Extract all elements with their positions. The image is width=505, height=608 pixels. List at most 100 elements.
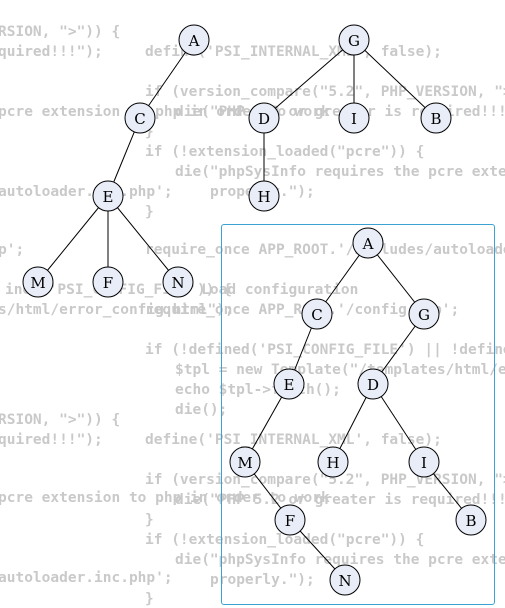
background-code-line: die("PHP 5.2 or greater is required!!!")…: [175, 492, 505, 508]
node-circle: [124, 102, 156, 134]
node-label: H: [326, 454, 339, 472]
node-n: N: [329, 564, 361, 596]
node-circle: [178, 24, 210, 56]
node-circle: [420, 102, 452, 134]
node-circle: [248, 102, 280, 134]
background-code-line: if (!extension_loaded("pcre")) {: [145, 144, 425, 160]
node-label: C: [134, 110, 145, 128]
node-g: G: [408, 298, 440, 330]
node-label: B: [430, 110, 441, 128]
node-circle: [274, 504, 306, 536]
node-label: D: [258, 110, 270, 128]
background-code-line: autoloader.inc.php';: [0, 184, 173, 200]
node-circle: [162, 266, 194, 298]
background-code-line: s/html/error_config.html");: [0, 302, 234, 318]
node-label: G: [418, 306, 430, 324]
node-label: N: [338, 572, 351, 590]
node-e: E: [92, 180, 124, 212]
node-label: I: [421, 454, 427, 472]
background-code-line: die();: [175, 402, 228, 418]
node-circle: [408, 446, 440, 478]
background-code-line: }: [145, 512, 154, 528]
node-label: A: [188, 32, 200, 50]
node-circle: [92, 266, 124, 298]
node-n: N: [162, 266, 194, 298]
background-code-line: RSION, ">")) {: [0, 412, 121, 428]
node-circle: [352, 227, 384, 259]
node-f: F: [92, 266, 124, 298]
node-circle: [22, 266, 54, 298]
node-h: H: [248, 180, 280, 212]
node-label: N: [171, 274, 184, 292]
tree-1: A C E M F N: [22, 24, 210, 298]
node-c: C: [301, 298, 333, 330]
background-code-line: properly.");: [210, 572, 315, 588]
edge-g-d: [263, 39, 355, 119]
node-label: E: [284, 376, 295, 394]
node-b: B: [455, 504, 487, 536]
node-b: B: [420, 102, 452, 134]
background-code-line: define('PSI_INTERNAL_XML', false);: [145, 432, 442, 448]
node-c: C: [124, 102, 156, 134]
node-circle: [329, 564, 361, 596]
node-a: A: [352, 227, 384, 259]
edge-a-c: [139, 39, 195, 119]
tree-2: G D I B H: [248, 24, 452, 212]
node-label: F: [285, 512, 295, 530]
background-code-line: if (!defined('PSI_CONFIG_FILE') || !defi…: [145, 342, 505, 358]
edge-d-i: [372, 383, 425, 463]
node-label: E: [103, 188, 114, 206]
background-code-line: pcre extension to php in order to work: [0, 490, 330, 506]
node-circle: [357, 368, 389, 400]
node-f: F: [274, 504, 306, 536]
node-label: B: [465, 512, 476, 530]
node-circle: [248, 180, 280, 212]
background-code-line: RSION, ">")) {: [0, 24, 121, 40]
node-circle: [408, 298, 440, 330]
node-label: M: [30, 274, 45, 292]
node-g: G: [338, 24, 370, 56]
node-circle: [92, 180, 124, 212]
node-label: F: [103, 274, 113, 292]
edge-g-b: [353, 39, 437, 119]
background-code-line: die("phpSysInfo requires the pcre extens…: [175, 164, 505, 180]
node-label: G: [348, 32, 360, 50]
node-circle: [273, 368, 305, 400]
background-code-line: }: [145, 204, 154, 220]
node-circle: [317, 446, 349, 478]
node-m: M: [229, 446, 261, 478]
node-a: A: [178, 24, 210, 56]
node-label: D: [367, 376, 379, 394]
node-circle: [455, 504, 487, 536]
background-code-line: quired!!!");: [0, 432, 103, 448]
edge-e-m: [37, 195, 109, 283]
node-d: D: [248, 102, 280, 134]
node-label: A: [362, 235, 374, 253]
node-label: M: [237, 454, 252, 472]
background-code-line: $tpl = new Template("/templates/html/err…: [175, 362, 505, 378]
node-circle: [229, 446, 261, 478]
background-code-line: die("phpSysInfo requires the pcre extens…: [175, 552, 505, 568]
background-code-line: }: [145, 124, 154, 140]
background-code-line: autoloader.inc.php';: [0, 570, 173, 586]
node-label: C: [311, 306, 322, 324]
node-circle: [338, 24, 370, 56]
background-code-line: }: [145, 591, 154, 607]
background-code-line: if (version_compare("5.2", PHP_VERSION, …: [145, 84, 505, 100]
background-code-line: quired!!!");: [0, 44, 103, 60]
node-m: M: [22, 266, 54, 298]
edge-e-n: [107, 195, 179, 283]
node-circle: [338, 102, 370, 134]
node-circle: [301, 298, 333, 330]
node-e: E: [273, 368, 305, 400]
node-i: I: [338, 102, 370, 134]
node-d: D: [357, 368, 389, 400]
merged-tree-frame: [221, 224, 495, 605]
node-h: H: [317, 446, 349, 478]
node-label: I: [351, 110, 357, 128]
background-code-line: if (!extension_loaded("pcre")) {: [145, 532, 425, 548]
background-code-line: p';: [0, 242, 25, 258]
node-i: I: [408, 446, 440, 478]
